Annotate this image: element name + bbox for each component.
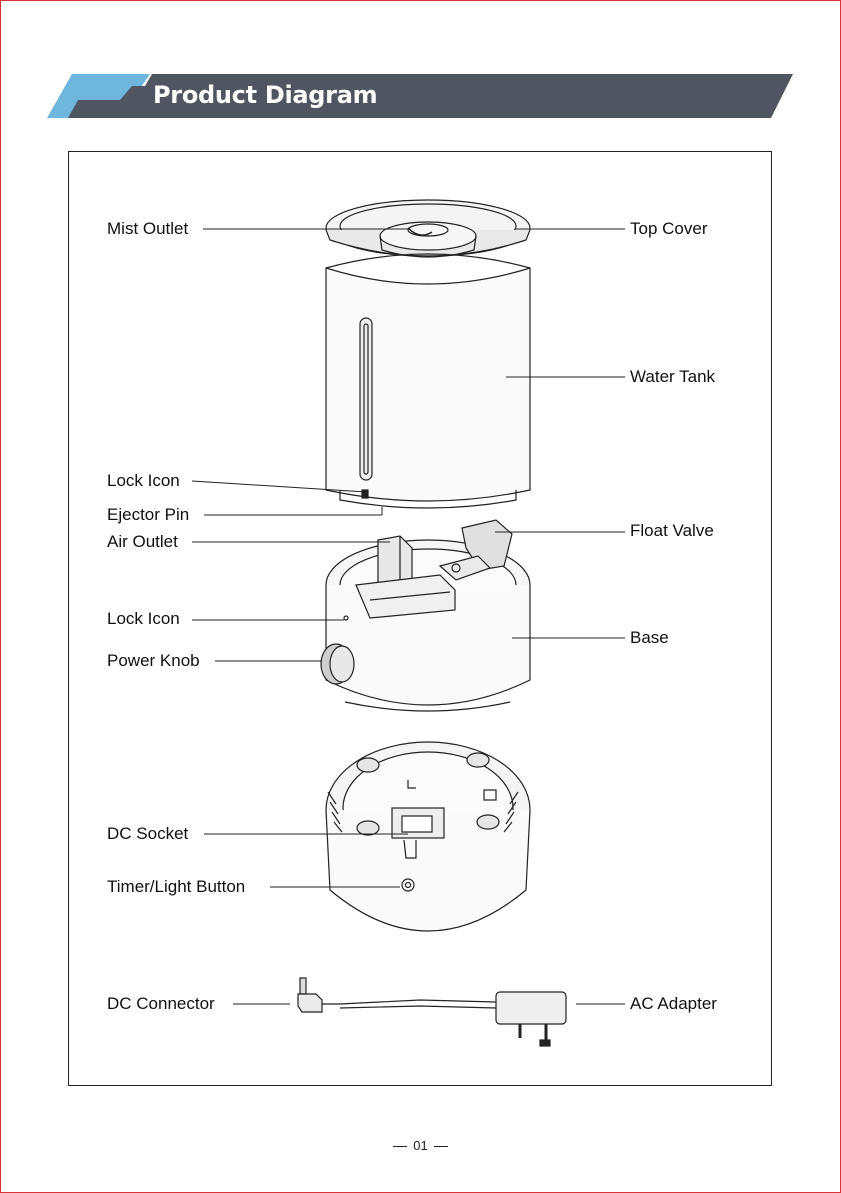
base-underside-drawing (326, 742, 530, 931)
label-lock-icon-base: Lock Icon (107, 609, 180, 629)
label-base: Base (630, 628, 669, 648)
label-float-valve: Float Valve (630, 521, 714, 541)
label-ejector-pin: Ejector Pin (107, 505, 189, 525)
label-water-tank: Water Tank (630, 367, 715, 387)
footer-dash-left (393, 1146, 407, 1147)
page-number: 01 (413, 1138, 427, 1153)
water-tank-drawing (326, 254, 530, 508)
label-ac-adapter: AC Adapter (630, 994, 717, 1014)
footer-dash-right (434, 1146, 448, 1147)
label-top-cover: Top Cover (630, 219, 707, 239)
label-mist-outlet: Mist Outlet (107, 219, 188, 239)
label-timer-light-button: Timer/Light Button (107, 877, 245, 897)
base-drawing (321, 520, 530, 711)
label-air-outlet: Air Outlet (107, 532, 178, 552)
label-lock-icon-tank: Lock Icon (107, 471, 180, 491)
label-power-knob: Power Knob (107, 651, 200, 671)
page-footer: 01 (0, 1138, 841, 1153)
ac-adapter-drawing (298, 978, 566, 1046)
label-dc-connector: DC Connector (107, 994, 215, 1014)
label-dc-socket: DC Socket (107, 824, 188, 844)
